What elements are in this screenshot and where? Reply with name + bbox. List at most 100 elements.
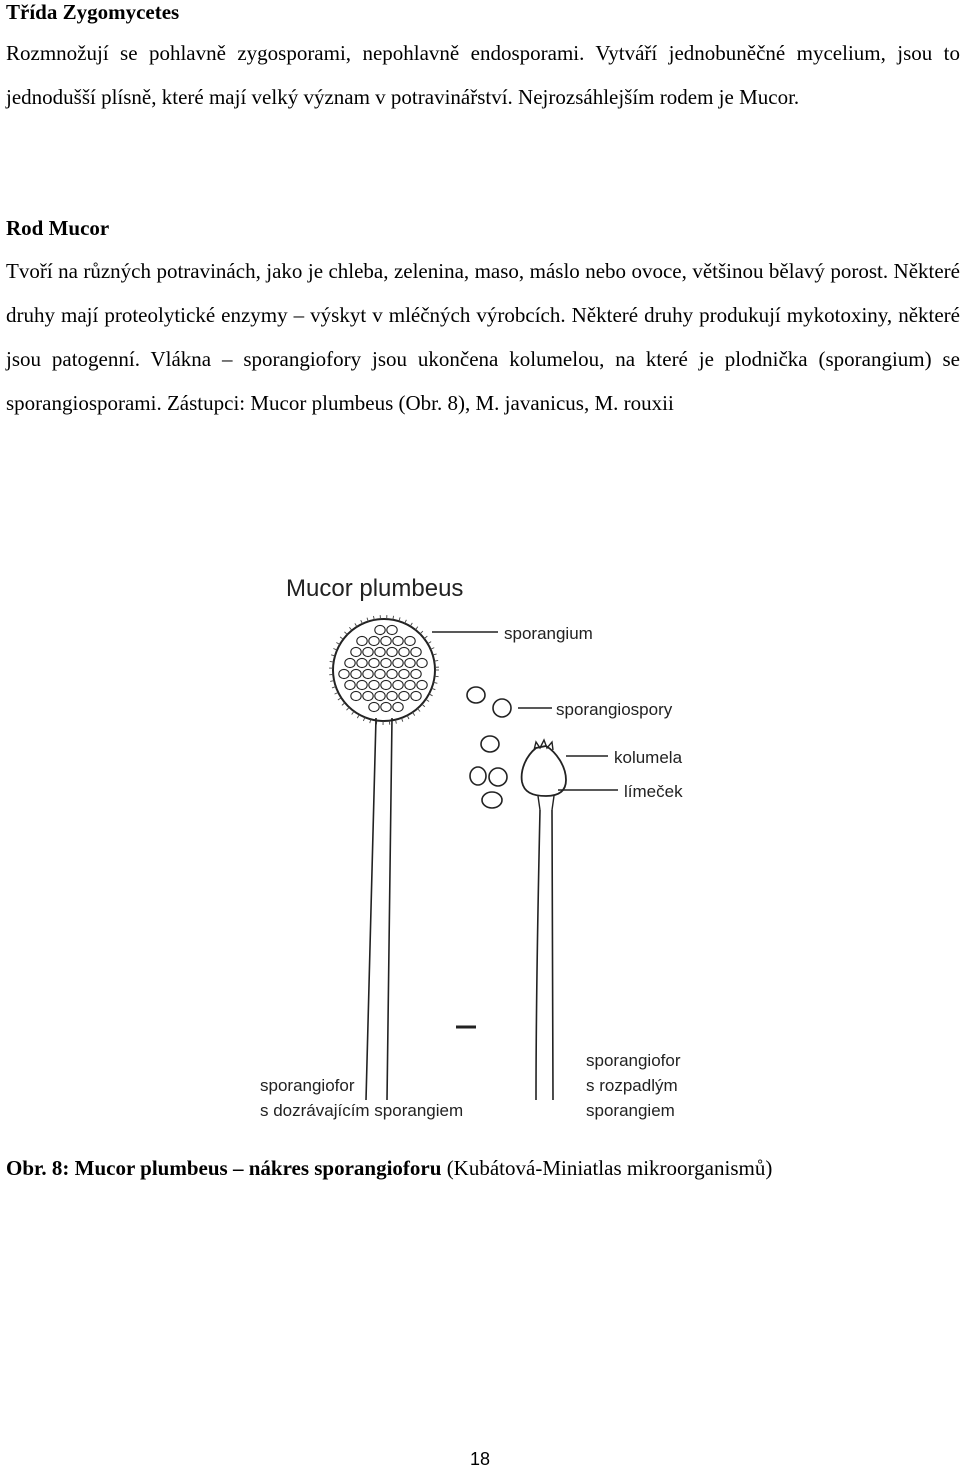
- sporangium-fringe: [351, 710, 355, 715]
- spore: [466, 686, 486, 704]
- section-heading-zygomycetes: Třída Zygomycetes: [6, 0, 180, 24]
- sporangium-fringe: [409, 622, 413, 627]
- label-kolumela: kolumela: [614, 748, 683, 767]
- spore: [492, 698, 512, 718]
- sporangium-fringe: [356, 714, 360, 719]
- label-limecek: límeček: [624, 782, 683, 801]
- caption-title: Mucor plumbeus – nákres sporangioforu: [74, 1156, 442, 1180]
- sporangium-fringe: [329, 660, 334, 663]
- sporangium-spore: [350, 646, 362, 658]
- sporangium-fringe: [433, 681, 438, 684]
- label-right-line2: s rozpadlým: [586, 1076, 678, 1095]
- sporangium-fringe: [428, 693, 433, 697]
- sporangium-fringe: [369, 719, 372, 724]
- sporangium-fringe: [417, 708, 421, 712]
- sporangium-fringe: [432, 653, 437, 656]
- sporangium-spore: [410, 668, 422, 680]
- sporangium-spore: [398, 646, 410, 658]
- caption-source: (Kubátová-Miniatlas mikroorganismů): [446, 1156, 773, 1180]
- sporangium-fringe: [401, 717, 404, 722]
- columella: [520, 745, 567, 797]
- sporangium-fringe: [336, 642, 341, 645]
- left-sporangiophore-stalk: [365, 717, 393, 1101]
- sporangium-spore: [392, 657, 404, 669]
- sporangium-spore: [350, 690, 362, 702]
- sporangium-spore: [374, 646, 386, 658]
- sporangium-fringe: [331, 686, 336, 689]
- label-sporangium: sporangium: [504, 624, 593, 643]
- sporangium-fringe: [421, 703, 426, 708]
- sporangium-fringe: [434, 660, 439, 662]
- sporangium-spore: [362, 668, 374, 680]
- spore: [469, 766, 487, 786]
- sporangium-spore: [338, 668, 350, 680]
- sporangium-fringe: [330, 680, 335, 682]
- sporangium-spore: [368, 657, 380, 669]
- sporangium-spore: [386, 646, 398, 658]
- sporangium-fringe: [366, 617, 369, 622]
- sporangium-spore: [398, 668, 410, 680]
- sporangium-spore: [380, 679, 392, 691]
- sporangium-fringe: [339, 636, 344, 640]
- sporangium-fringe: [404, 619, 407, 624]
- sporangium-spore: [362, 646, 374, 658]
- sporangium-spore: [380, 635, 392, 647]
- sporangium-fringe: [346, 706, 350, 711]
- sporangium-fringe: [360, 619, 363, 624]
- sporangium-spore: [392, 679, 404, 691]
- sporangium-spore: [380, 657, 392, 669]
- figure-background: [250, 560, 710, 1140]
- sporangium-fringe: [349, 626, 353, 631]
- label-left-line2: s dozrávajícím sporangiem: [260, 1101, 463, 1120]
- columella-tip: [533, 738, 554, 751]
- mucor-figure: Mucor plumbeus: [250, 560, 710, 1140]
- sporangium-fringe: [431, 687, 436, 691]
- sporangium-spore: [386, 690, 398, 702]
- figure-title: Mucor plumbeus: [286, 575, 463, 602]
- sporangium-spore: [392, 701, 404, 713]
- label-right-line1: sporangiofor: [586, 1051, 681, 1070]
- sporangium-fringe: [398, 617, 401, 622]
- sporangium-fringe: [334, 691, 339, 695]
- sporangium-spore: [410, 646, 422, 658]
- sporangium-spore: [410, 690, 422, 702]
- sporangium-spore: [374, 690, 386, 702]
- sporangium-fringe: [427, 641, 432, 645]
- sporangium-spore: [356, 679, 368, 691]
- sporangium-fringe: [430, 647, 435, 650]
- sporangium-fringe: [415, 626, 419, 631]
- sporangium-fringe: [373, 615, 375, 621]
- sporangium-fringe: [331, 654, 336, 657]
- sporangium-spore: [404, 679, 416, 691]
- sporangium-spore: [374, 668, 386, 680]
- sporangium-fringe: [337, 697, 342, 701]
- sporangium-fringe: [333, 648, 338, 651]
- sporangium-fringe: [354, 623, 358, 627]
- sporangium-spore: [398, 690, 410, 702]
- sporangium-spore: [368, 679, 380, 691]
- sporangium-fringe: [362, 717, 366, 722]
- sporangium-fringe: [419, 630, 424, 635]
- sporangium-fringe: [412, 712, 416, 716]
- label-left-line1: sporangiofor: [260, 1076, 355, 1095]
- sporangium-spore: [368, 635, 380, 647]
- collar: [537, 795, 555, 811]
- sporangium-fringe: [425, 698, 430, 702]
- sporangium-spore: [416, 679, 428, 691]
- mucor-diagram: Mucor plumbeus: [250, 560, 710, 1140]
- sporangium-spore: [356, 657, 368, 669]
- paragraph-zygomycetes: Rozmnožují se pohlavně zygosporami, nepo…: [6, 41, 960, 109]
- sporangium-spore: [344, 679, 356, 691]
- sporangium-spore: [386, 668, 398, 680]
- sporangium-spore: [404, 657, 416, 669]
- right-sporangiophore-stalk: [535, 809, 554, 1101]
- sporangium-spore: [404, 635, 416, 647]
- sporangium-spore: [392, 635, 404, 647]
- sporangium-fringe: [423, 635, 428, 639]
- sporangium-fringe: [406, 715, 410, 720]
- caption-prefix: Obr. 8:: [6, 1156, 70, 1180]
- sporangium-spore: [380, 701, 392, 713]
- sporangium-spore: [368, 701, 380, 713]
- sporangium-spore: [356, 635, 368, 647]
- sporangium-spore: [350, 668, 362, 680]
